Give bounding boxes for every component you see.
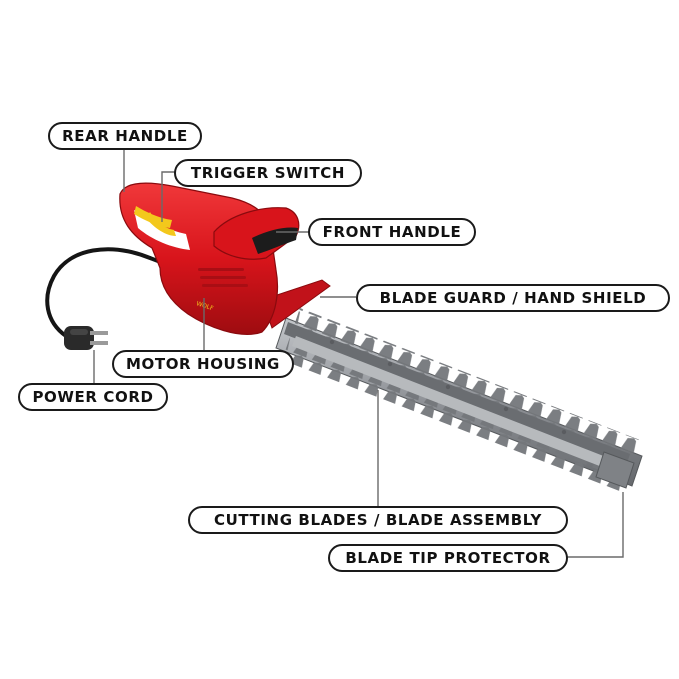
blade-assembly — [275, 308, 643, 492]
front-handle — [213, 207, 300, 260]
power-plug-icon — [64, 326, 108, 350]
label-cutting-blades: CUTTING BLADES / BLADE ASSEMBLY — [188, 506, 568, 534]
leader-blade-tip-protector — [566, 492, 624, 558]
callout-lines — [93, 149, 624, 558]
label-trigger-switch: TRIGGER SWITCH — [174, 159, 362, 187]
label-blade-guard: BLADE GUARD / HAND SHIELD — [356, 284, 670, 312]
label-blade-tip-protector: BLADE TIP PROTECTOR — [328, 544, 568, 572]
trigger-switch — [146, 212, 176, 236]
leader-trigger-switch — [161, 171, 176, 222]
label-front-handle: FRONT HANDLE — [308, 218, 476, 246]
label-power-cord: POWER CORD — [18, 383, 168, 411]
label-motor-housing: MOTOR HOUSING — [112, 350, 294, 378]
blade-tip-protector — [595, 451, 635, 489]
label-rear-handle: REAR HANDLE — [48, 122, 202, 150]
